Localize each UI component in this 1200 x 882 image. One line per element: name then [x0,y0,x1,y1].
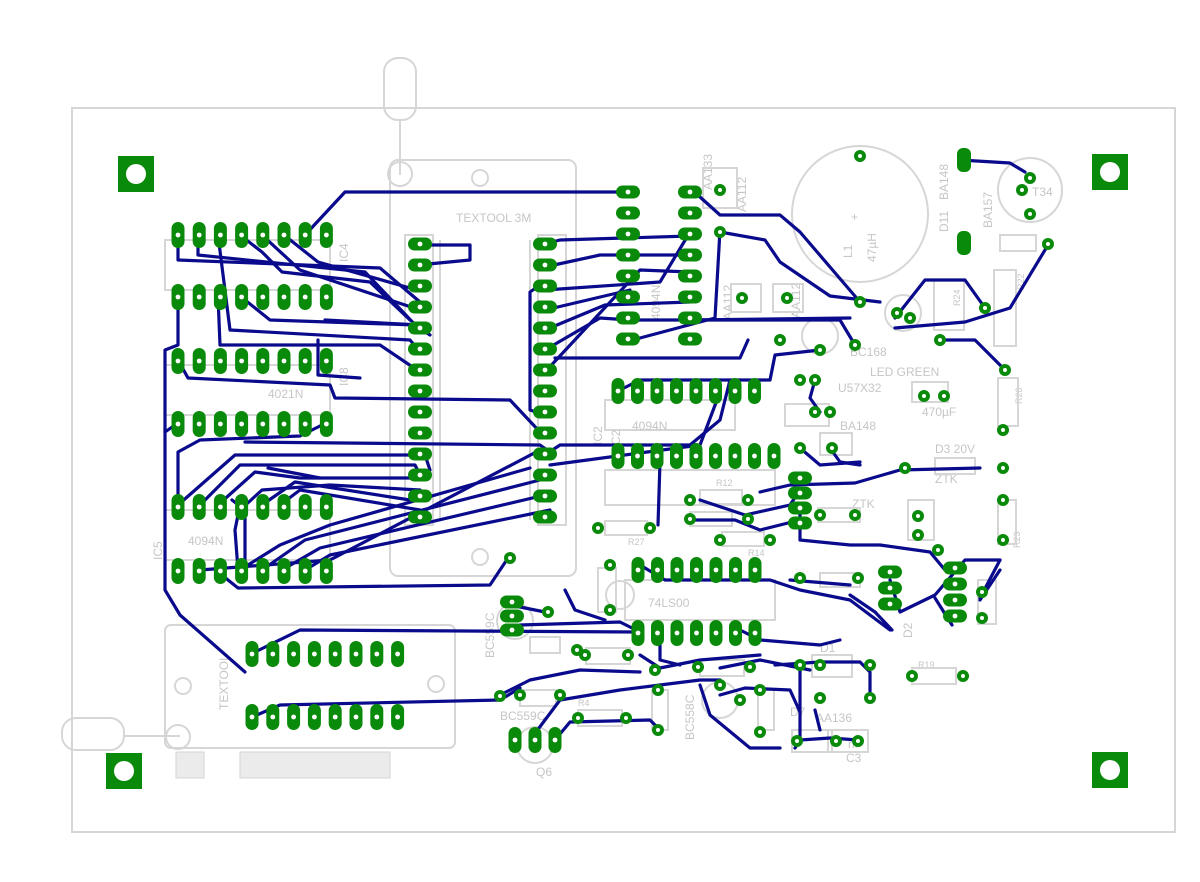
bottom-socket-hole-1 [174,677,192,695]
component-pads [171,148,1054,753]
d7-label: D7 [790,705,806,719]
inductor-label: L1 [841,244,855,258]
mounting-pad-br [1092,752,1128,788]
ic-4094n-left-label: 4094N [188,534,223,548]
ic-74ls-label: 74LS00 [648,596,690,610]
r4-label: R4 [578,698,590,708]
q6-label: Q6 [536,765,552,779]
mounting-pad-tr [1092,154,1128,190]
aa136-label: AA136 [816,711,852,725]
ic-4094n-mid-label: 4094N [632,419,667,433]
bottom-socket-label: TEXTOOL [217,654,231,710]
inductor-outline [791,145,929,283]
inductor-value: 47µH [865,233,879,262]
copper-traces [163,158,1050,750]
ztk-a-label: ZTK [935,472,958,486]
r19-label: R19 [918,660,935,670]
ic-right1-outline [604,399,736,431]
ic5-label: IC5 [151,541,165,560]
d3-label: D3 20V [935,442,975,456]
u57x32-label: U57X32 [838,381,882,395]
small-component-outlines [496,167,1037,764]
bottom-socket-hole-2 [427,675,445,693]
led-green-label: LED GREEN [870,365,939,379]
d11-label: D11 [937,211,951,232]
inductor-plus: + [851,210,858,224]
bc559c-a-label: BC559C [483,612,497,658]
r24-label: R24 [952,289,962,306]
r14-label: R14 [748,548,765,558]
top-lever [383,57,417,187]
ba157-label: BA157 [981,192,995,228]
ba148-a-label: BA148 [937,164,951,200]
aa112-a-label: AA112 [735,177,749,212]
c2-label: C2 [609,429,623,445]
bottom-socket-outline [164,624,456,749]
ic-4021n-label: 4021N [268,387,303,401]
mounting-pad-bl [106,753,142,789]
top-socket-outline [389,159,577,577]
r12-label: R12 [716,478,733,488]
top-socket-hole-2 [471,548,489,566]
bc558c-label: BC558C [683,694,697,740]
t34-label: T34 [1032,185,1053,199]
ba148-b-label: BA148 [840,419,876,433]
c470-label: 470µF [922,405,956,419]
r27-label: R27 [628,537,645,547]
aa112-c-label: AA112 [721,285,735,320]
ic2-label: IC2 [591,426,605,445]
bottom-lever [61,717,191,751]
ic4-label: IC4 [337,243,351,262]
bottom-silk-block-2 [239,751,391,779]
board-outline [71,107,1176,833]
aa133-label: AA133 [701,154,715,190]
aa112-b-label: AA112 [789,283,803,318]
top-socket-label: TEXTOOL 3M [456,211,531,225]
d2-label: D2 [901,622,915,638]
bottom-silk-block-1 [175,751,205,779]
top-socket-hole-1 [471,169,489,187]
copper-pads [106,154,1128,789]
mounting-pad-tl [118,156,154,192]
bc559c-b-label: BC559C [500,709,546,723]
c3-label: C3 [846,751,862,765]
r22-label: R22 [1016,273,1026,290]
t34-outline [997,157,1063,223]
